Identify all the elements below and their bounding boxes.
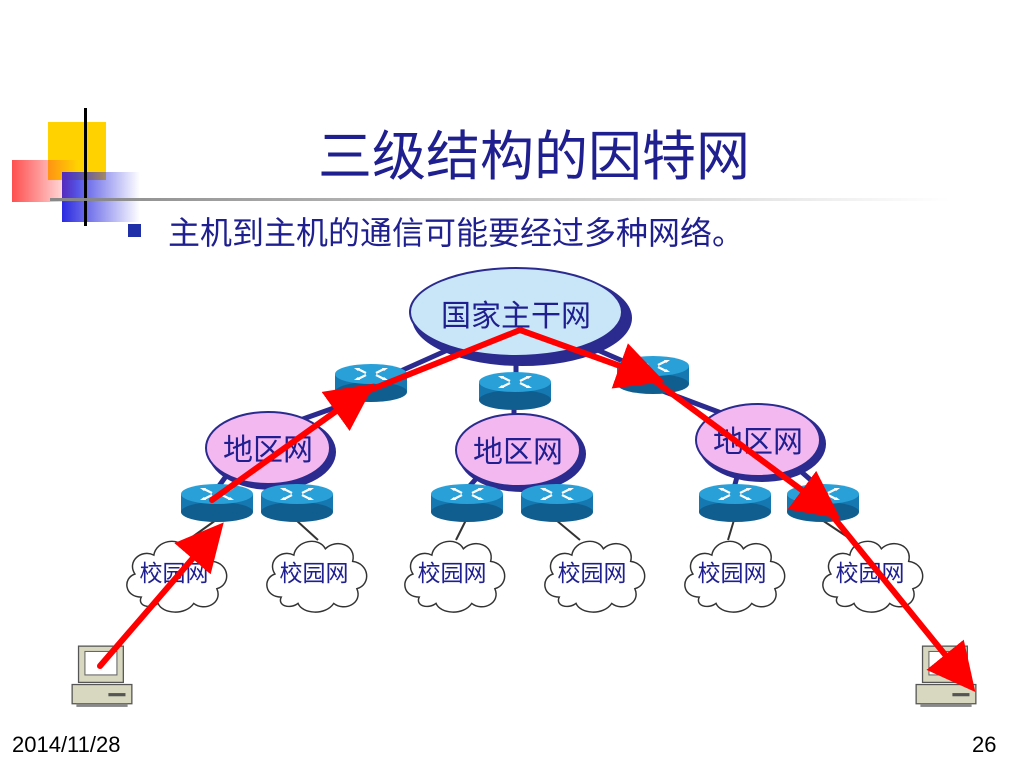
campus-connector — [555, 519, 581, 541]
router-icon — [260, 484, 334, 524]
backbone-label: 国家主干网 — [441, 299, 591, 334]
router-icon — [616, 356, 690, 396]
regional-network-3: 地区网 — [695, 403, 826, 482]
host-computer-icon-left — [71, 645, 133, 708]
path-segment — [823, 505, 976, 692]
router-icon — [698, 484, 772, 524]
campus-network-2: 校园网 — [266, 540, 368, 613]
router-icon — [430, 484, 504, 524]
slide-title: 三级结构的因特网 — [318, 125, 750, 188]
campus-connector — [455, 519, 467, 541]
deco-horizontal-line — [50, 198, 950, 201]
path-segment — [209, 383, 375, 503]
campus-label: 校园网 — [418, 561, 487, 587]
campus-network-4: 校园网 — [544, 540, 646, 613]
page-number: 26 — [972, 732, 997, 757]
router-icon — [478, 372, 552, 412]
path-segment — [357, 327, 665, 397]
bullet-marker — [128, 224, 141, 237]
campus-network-6: 校园网 — [822, 540, 924, 613]
router-icon — [180, 484, 254, 524]
campus-connectors — [187, 519, 853, 541]
campus-label: 校园网 — [558, 561, 627, 587]
router-icon — [520, 484, 594, 524]
campus-network-5: 校园网 — [684, 540, 786, 613]
campus-connector — [727, 519, 735, 541]
bullet-text: 主机到主机的通信可能要经过多种网络。 — [168, 214, 745, 252]
campus-label: 校园网 — [698, 561, 767, 587]
regional-network-2: 地区网 — [455, 413, 586, 492]
communication-path — [97, 327, 976, 692]
backbone-node: 国家主干网 — [409, 267, 632, 366]
campus-network-3: 校园网 — [404, 540, 506, 613]
path-segment — [97, 522, 224, 669]
regional-label: 地区网 — [473, 435, 563, 470]
deco-red-square — [12, 160, 78, 202]
path-segment — [645, 373, 841, 519]
router-icon — [334, 364, 408, 404]
campus-label: 校园网 — [280, 561, 349, 587]
campus-connector — [295, 519, 319, 541]
deco-vertical-line — [84, 108, 87, 226]
footer-date: 2014/11/28 — [12, 732, 121, 757]
